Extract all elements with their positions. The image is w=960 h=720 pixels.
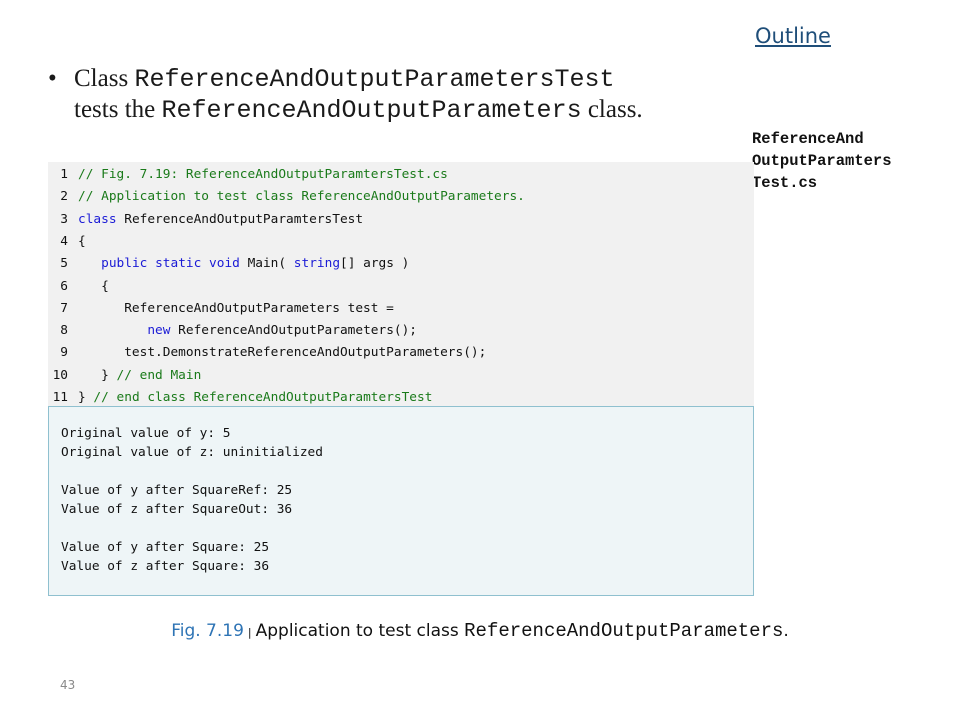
bullet-class-name: ReferenceAndOutputParametersTest	[134, 65, 615, 94]
code-text: ReferenceAndOutputParameters test =	[78, 300, 394, 316]
line-number: 4	[60, 233, 68, 249]
line-number: 11	[52, 390, 68, 405]
output-line: Value of y after Square: 25	[61, 540, 270, 555]
output-line: Value of y after SquareRef: 25	[61, 483, 293, 498]
code-line: 7 ReferenceAndOutputParameters test =	[48, 298, 394, 320]
code-text: test.DemonstrateReferenceAndOutputParame…	[78, 345, 487, 361]
output-line: Value of z after SquareOut: 36	[61, 502, 293, 517]
caption-fig-label: Fig. 7.19	[171, 621, 244, 641]
output-line: Original value of z: uninitialized	[61, 445, 323, 460]
side-filename-line: OutputParamters	[752, 152, 892, 170]
line-number: 3	[60, 211, 68, 227]
bullet-point: • Class ReferenceAndOutputParametersTest…	[48, 64, 748, 126]
bullet-suffix: class.	[581, 96, 643, 123]
bullet-symbol: •	[48, 65, 57, 92]
side-filename: ReferenceAnd OutputParamters Test.cs	[752, 128, 952, 194]
code-text: new ReferenceAndOutputParameters();	[147, 323, 418, 339]
output-line: Original value of y: 5	[61, 426, 231, 441]
line-number: 7	[60, 300, 68, 316]
caption-end: .	[783, 621, 789, 641]
code-line: 9 test.DemonstrateReferenceAndOutputPara…	[48, 342, 486, 364]
code-line: 1 // Fig. 7.19: ReferenceAndOutputParamte…	[48, 164, 448, 186]
line-number: 2	[60, 189, 68, 205]
code-line: 3 class ReferenceAndOutputParamtersTest	[48, 209, 363, 231]
code-text: // Application to test class ReferenceAn…	[78, 189, 525, 205]
line-number: 8	[60, 323, 68, 339]
output-line: Value of z after Square: 36	[61, 559, 270, 574]
code-line: 10 } // end Main	[48, 365, 202, 387]
figure-caption: Fig. 7.19|Application to test class Refe…	[0, 620, 960, 642]
side-filename-line: Test.cs	[752, 174, 818, 192]
line-number: 6	[60, 278, 68, 294]
code-line: 5 public static void Main( string[] args…	[48, 253, 409, 275]
line-number: 10	[52, 367, 68, 383]
code-text: {	[78, 278, 109, 294]
code-text: } // end Main	[78, 367, 202, 383]
code-listing: 1 // Fig. 7.19: ReferenceAndOutputParamte…	[48, 162, 754, 406]
side-filename-line: ReferenceAnd	[752, 130, 864, 148]
caption-separator: |	[247, 626, 252, 639]
code-line: 2 // Application to test class ReferenceA…	[48, 186, 525, 208]
caption-class-name: ReferenceAndOutputParameters	[464, 620, 784, 642]
bullet-middle: tests the	[74, 96, 162, 123]
page-number: 43	[60, 678, 76, 692]
code-line: 6 {	[48, 276, 109, 298]
code-text: {	[78, 233, 86, 249]
outline-link[interactable]: Outline	[755, 24, 831, 48]
code-text: // Fig. 7.19: ReferenceAndOutputParamter…	[78, 167, 448, 182]
code-line: 8 new ReferenceAndOutputParameters();	[48, 320, 417, 342]
caption-text: Application to test class	[255, 621, 465, 641]
bullet-tested-class: ReferenceAndOutputParameters	[161, 96, 582, 125]
program-output: Original value of y: 5 Original value of …	[48, 406, 754, 596]
code-line: 4{	[48, 231, 86, 253]
code-line: 11 } // end class ReferenceAndOutputParam…	[48, 387, 433, 409]
code-text: } // end class ReferenceAndOutputParamte…	[78, 390, 433, 405]
line-number: 9	[60, 345, 68, 361]
line-number: 5	[60, 256, 68, 272]
code-text: class ReferenceAndOutputParamtersTest	[78, 211, 364, 227]
bullet-prefix: Class	[74, 65, 135, 92]
code-text: public static void Main( string[] args )	[101, 256, 410, 272]
line-number: 1	[60, 167, 68, 182]
